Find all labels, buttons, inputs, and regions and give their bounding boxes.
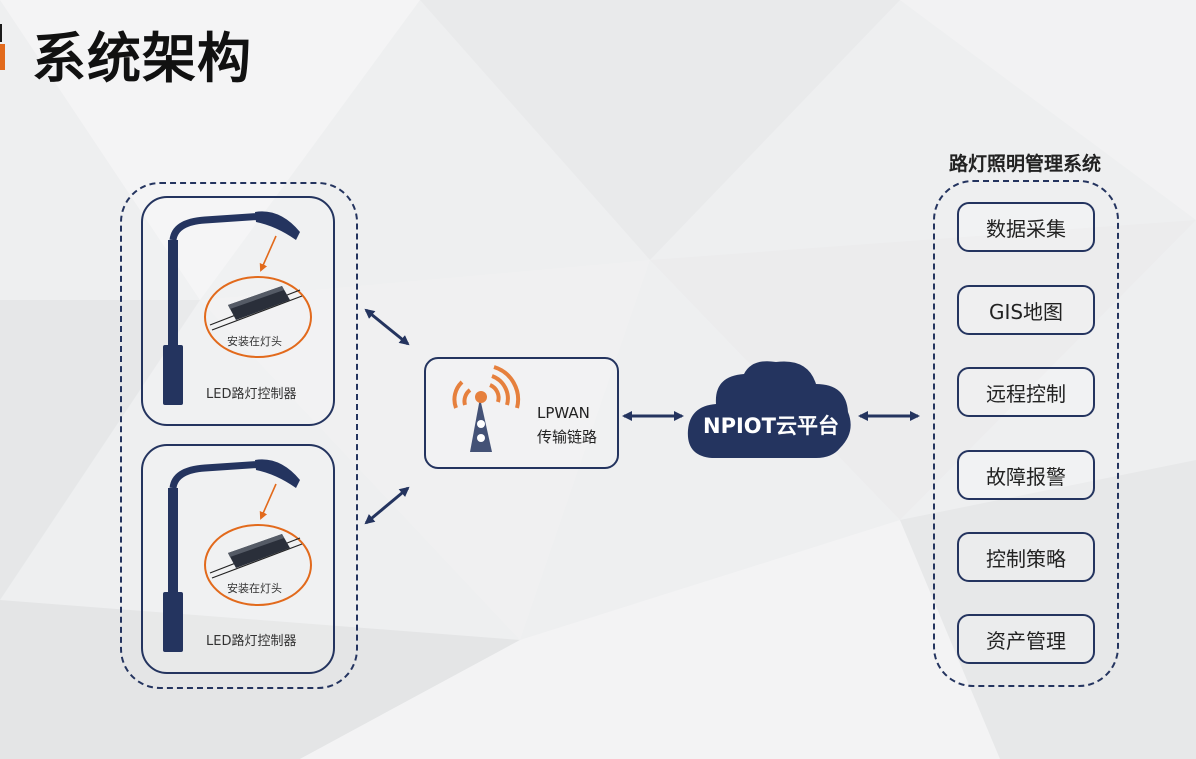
lpwan-box: [424, 357, 619, 469]
cloud-label: NPIOT云平台: [703, 414, 839, 438]
system-item-control-strategy: 控制策略: [957, 532, 1095, 582]
link-arrow-2: [364, 486, 410, 525]
street-lamp-icon-1: [163, 211, 300, 405]
title-accent-dark: [0, 24, 2, 42]
cloud-icon: [687, 361, 851, 458]
system-item-data-collection: 数据采集: [957, 202, 1095, 252]
install-ring-1: [204, 276, 312, 358]
install-note-2: 安装在灯头: [227, 582, 282, 595]
controller-device-icon-1: [209, 286, 303, 331]
lpwan-label: LPWAN: [537, 404, 590, 422]
device-label-1: LED路灯控制器: [206, 387, 297, 402]
street-lamp-icon-2: [163, 459, 300, 652]
system-item-remote-control: 远程控制: [957, 367, 1095, 417]
link-arrow-1: [364, 308, 410, 346]
device-group-border: [120, 182, 358, 689]
system-item-asset-management: 资产管理: [957, 614, 1095, 664]
system-item-gis-map: GIS地图: [957, 285, 1095, 335]
system-group-border: [933, 180, 1119, 687]
title-accent-orange: [0, 44, 5, 70]
page-title: 系统架构: [32, 27, 252, 90]
system-title: 路灯照明管理系统: [948, 153, 1101, 175]
install-note-1: 安装在灯头: [227, 335, 282, 348]
system-item-fault-alarm: 故障报警: [957, 450, 1095, 500]
lpwan-sub-label: 传输链路: [537, 428, 598, 446]
signal-tower-icon: [452, 365, 521, 452]
controller-device-icon-2: [209, 534, 303, 579]
install-ring-2: [204, 524, 312, 606]
device-label-2: LED路灯控制器: [206, 634, 297, 649]
